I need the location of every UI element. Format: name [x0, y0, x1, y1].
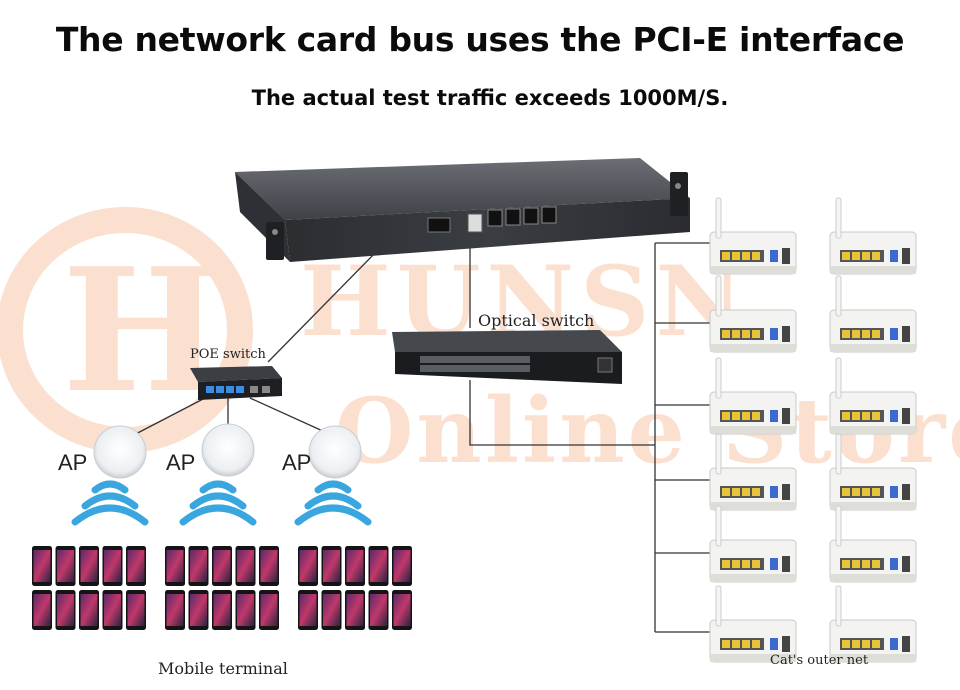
mobile-terminal-label: Mobile terminal — [158, 659, 288, 678]
smartphone-screen — [323, 550, 340, 582]
optical-switch-label: Optical switch — [478, 311, 595, 330]
smartphone-screen — [104, 594, 121, 626]
page-subtitle: The actual test traffic exceeds 1000M/S. — [251, 86, 729, 110]
smartphone-screen — [299, 594, 317, 626]
smartphone-screen — [127, 550, 145, 582]
poe-switch-label: POE switch — [190, 347, 266, 362]
smartphone-screen — [33, 550, 51, 582]
smartphone-screen — [213, 594, 231, 626]
poe-switch-icon — [190, 366, 282, 400]
modem-icon — [709, 197, 917, 663]
smartphone-screen — [393, 594, 411, 626]
smartphone-screen — [166, 594, 184, 626]
smartphone-screen — [370, 550, 387, 582]
smartphone-icon — [32, 546, 412, 630]
optical-switch-icon — [392, 330, 622, 384]
smartphone-screen — [80, 594, 98, 626]
smartphone-screen — [190, 594, 207, 626]
smartphone-screen — [346, 594, 364, 626]
smartphone-screen — [57, 550, 74, 582]
ap-label-1: AP — [58, 450, 88, 475]
smartphone-screen — [33, 594, 51, 626]
smartphone-screen — [393, 550, 411, 582]
page-title: The network card bus uses the PCI-E inte… — [55, 20, 905, 59]
access-point-icon — [93, 423, 362, 479]
smartphone-screen — [299, 550, 317, 582]
outer-net-label: Cat's outer net — [770, 653, 869, 668]
smartphone-screen — [370, 594, 387, 626]
smartphone-screen — [260, 594, 278, 626]
smartphone-screen — [346, 550, 364, 582]
smartphone-screen — [260, 550, 278, 582]
smartphone-screen — [237, 550, 254, 582]
smartphone-screen — [57, 594, 74, 626]
smartphone-screen — [190, 550, 207, 582]
smartphone-screen — [237, 594, 254, 626]
smartphone-screen — [127, 594, 145, 626]
router-icon — [235, 158, 690, 262]
smartphone-screen — [166, 550, 184, 582]
connection-lines — [127, 238, 710, 633]
smartphone-screen — [80, 550, 98, 582]
ap-label-3: AP — [282, 450, 312, 475]
smartphone-screen — [104, 550, 121, 582]
smartphone-screen — [323, 594, 340, 626]
smartphone-screen — [213, 550, 231, 582]
wifi-icon — [71, 480, 372, 526]
ap-label-2: AP — [166, 450, 196, 475]
